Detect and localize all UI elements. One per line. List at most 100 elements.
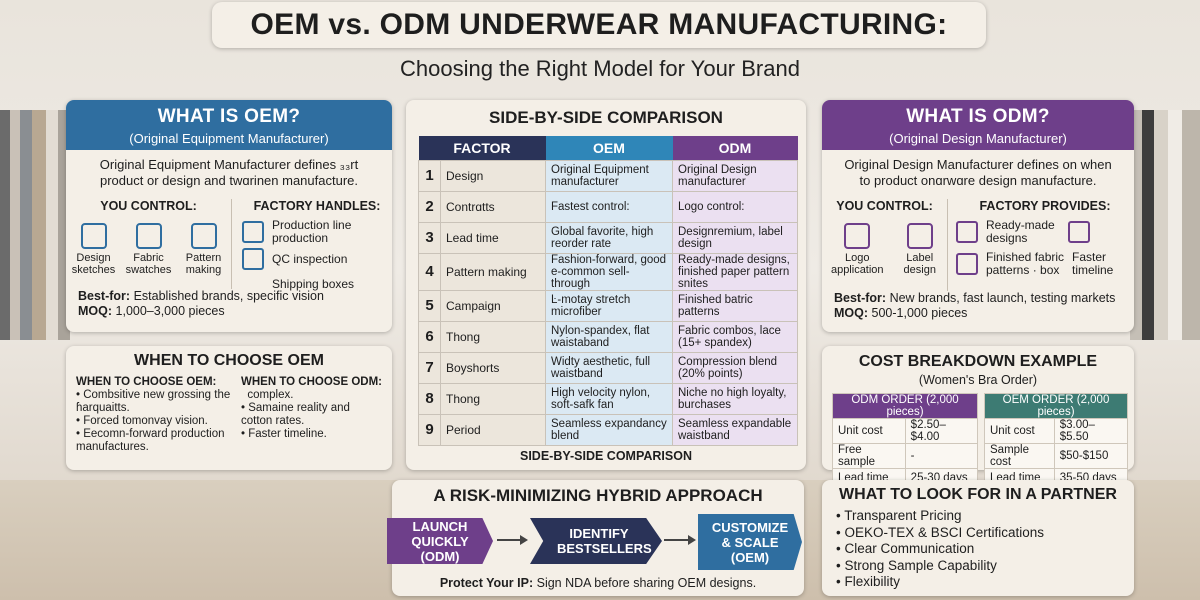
partner-item-text: Transparent Pricing [844,508,962,523]
row-odm-value: Seamless expandable waistband [672,413,798,446]
when-oem-item-text: Eecomn-forward production manufactures. [76,428,225,453]
when-oem-item: • Combsitive new grossing the ɦarquaitts… [76,389,231,414]
partner-item: • Transparent Pricing [836,508,962,523]
oem-best-for: Best-for: Established brands, specific v… [66,289,392,319]
oem-control-label: Fabric swatches [125,252,172,276]
row-oem-value: Ŀ-motay stretch microfiber [545,289,673,322]
odm-moq-value: 500-1,000 pieces [871,306,968,320]
cost-title: COST BREAKDOWN EXAMPLE [858,353,1098,370]
odm-panel: WHAT IS ODM? (Original Design Manufactur… [822,100,1134,332]
partner-item: • Strong Sample Capability [836,557,997,573]
odm-factory-provides: FACTORY PROVIDES: Ready-made designs Fin… [948,199,1134,291]
odm-description: Original Design Manufacturer defines on … [822,157,1134,189]
row-odm-value: Original Design manufacturer [672,159,798,192]
partner-item-text: Clear Communication [844,541,975,556]
cost-label: Unit cost [984,418,1055,444]
when-oem-column: WHEN TO CHOOSE OEM: • Combsitive new gro… [76,376,241,454]
odm-provide-item: Finished fabric patterns · box Faster tim… [956,251,1134,277]
cost-value: $2.50–$4.00 [904,418,979,444]
when-odm-item: • Faster timeline. [241,428,327,440]
oem-control-item: Design sketches [70,223,118,276]
oem-description: Original Equipment Manufacturer defines … [66,157,392,189]
page-title: OEM vs. ODM UNDERWEAR MANUFACTURING: [250,8,948,41]
oem-header-cell: OEM [545,136,673,160]
oem-factory-handles-heading: FACTORY HANDLES: [253,199,381,213]
odm-moq-label: MOQ: [834,306,869,320]
comparison-header-row: FACTOR OEM ODM [418,136,798,160]
row-odm-value: Finished batric patterns [672,289,798,322]
comparison-footer: SIDE-BY-SIDE COMPARISON [519,449,692,463]
odm-best-for: Best-for: New brands, fast launch, testi… [822,291,1134,321]
when-odm-heading: WHEN TO CHOOSE ODM: [241,376,382,388]
row-odm-value: Designremium, label design [672,221,798,254]
odm-factory-provides-heading: FACTORY PROVIDES: [979,199,1111,213]
partner-title: WHAT TO LOOK FOR IN A PARTNER [839,486,1117,503]
odm-title: WHAT IS ODM? [906,106,1050,127]
when-oem-item: • Forced tomonvay vision. [76,415,208,427]
row-factor: Lead time [440,221,546,254]
oem-cost-row: Unit cost$3.00–$5.50 [984,418,1129,444]
when-oem-item-text: Forced tomonvay vision. [83,415,208,427]
design-sketch-icon [80,223,107,249]
row-odm-value: Compression blend (20% points) [672,351,798,384]
oem-title: WHAT IS OEM? [157,106,301,127]
row-oem-value: Original Equipment manufacturer [545,159,673,192]
row-number: 1 [418,159,441,192]
when-odm-item: complex. [241,389,382,402]
when-odm-item-text: Faster timeline. [248,428,327,440]
when-title: WHEN TO CHOOSE OEM [134,352,324,369]
oem-desc-line1: Original Equipment Manufacturer defines … [99,157,359,172]
when-odm-item: • Samaine reality and cotton rates. [241,402,350,427]
odm-columns: YOU CONTROL: Logo application Label desi… [822,199,1134,291]
row-oem-value: Nylon-spandex, flat waistaband [545,320,673,353]
arrow-connector [497,539,523,541]
row-factor: Campaign [440,289,546,322]
row-odm-value: Ready-made designs, finished paper patte… [672,252,798,291]
hybrid-step-label: IDENTIFY BESTSELLERS [557,526,652,556]
when-oem-heading: WHEN TO CHOOSE OEM: [76,376,217,388]
oem-control-item: Pattern making [180,223,228,276]
factor-header: FACTOR [418,136,546,160]
oem-handle-item: Production line production [242,219,392,245]
row-number: 2 [418,190,441,223]
oem-header: WHAT IS OEM? (Original Equipment Manufac… [66,100,392,150]
oem-handle-item: QC inspection [242,248,392,270]
fabric-swatch-icon [135,223,162,249]
partner-item: • Flexibility [836,574,900,589]
odm-control-item: Label design [900,223,940,276]
odm-control-icons: Logo application Label design [822,223,947,276]
odm-provide-label: Finished fabric patterns · box [986,250,1065,277]
oem-handle-item: Shipping boxes [242,273,392,295]
when-odm-item-text: Samaine reality and cotton rates. [241,402,350,427]
qc-inspection-icon [242,248,264,270]
row-number: 4 [418,252,441,291]
row-oem-value: Widty aesthetic, full waistband [545,351,673,384]
odm-control-label: Label design [903,252,936,276]
odm-header: WHAT IS ODM? (Original Design Manufactur… [822,100,1134,150]
odm-provide-label-timeline: Faster timeline [1072,250,1114,277]
background-clothing-rack-right [1130,110,1200,340]
hybrid-step-label: LAUNCH QUICKLY (ODM) [411,518,469,564]
row-oem-value: Fashion-forward, good e-common sell-thro… [545,252,673,291]
odm-control-item: Logo application [829,223,885,276]
odm-cost-table: ODM ORDER (2,000 pieces) Unit cost$2.50–… [832,393,979,487]
cost-label: Sample cost [984,443,1055,469]
when-to-choose-panel: WHEN TO CHOOSE OEM WHEN TO CHOOSE OEM: •… [66,346,392,470]
hybrid-protect-note: Protect Your IP: Sign NDA before sharing… [392,576,804,590]
row-number: 8 [418,382,441,415]
oem-best-value: Established brands, specific vision [133,289,324,303]
row-factor: Pattern making [440,252,546,291]
ready-made-design-icon [956,221,978,243]
oem-best-label: Best-for: [78,289,131,303]
partner-panel: WHAT TO LOOK FOR IN A PARTNER • Transpar… [822,480,1134,596]
partner-item-text: Strong Sample Capability [844,557,997,573]
odm-you-control-heading: YOU CONTROL: [836,199,933,213]
odm-provide-label: Ready-made designs [986,218,1055,245]
comparison-title: SIDE-BY-SIDE COMPARISON [489,108,723,127]
page-title-box: OEM vs. ODM UNDERWEAR MANUFACTURING: [212,2,986,48]
cost-value: $50-$150 [1053,443,1129,469]
row-number: 9 [418,413,441,446]
